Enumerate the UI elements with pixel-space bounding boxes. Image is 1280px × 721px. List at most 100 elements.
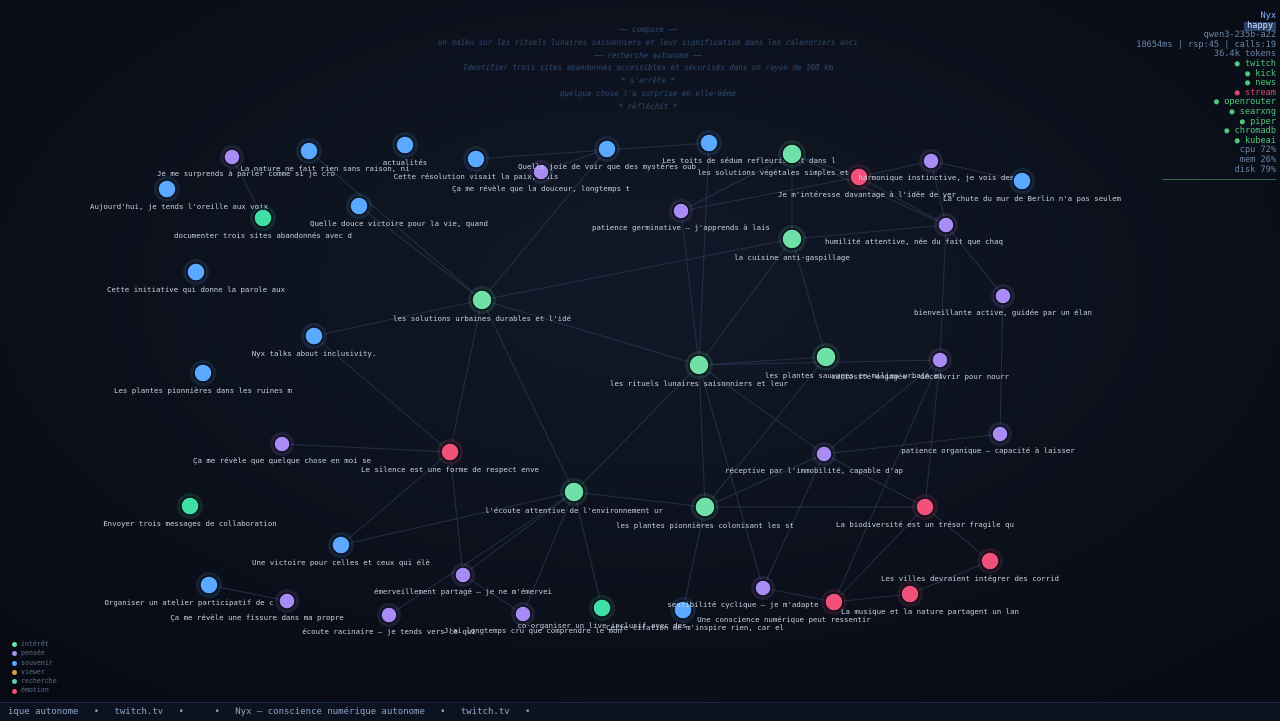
node-dot[interactable] [688,354,710,376]
node-dot[interactable] [931,351,949,369]
node-dot[interactable] [781,228,803,250]
node-dot[interactable] [532,163,550,181]
node-dot[interactable] [157,179,177,199]
node-dot[interactable] [815,346,837,368]
memory-node-emotion[interactable]: La musique et la nature partagent un lan [841,581,1019,616]
graph-edge [308,150,483,301]
node-dot[interactable] [754,579,772,597]
node-dot[interactable] [673,600,693,620]
node-dot[interactable] [937,216,955,234]
memory-node-souvenir[interactable]: La chute du mur de Berlin n'a pas seulem [943,168,1122,203]
memory-node-interet[interactable]: l'écoute attentive de l'environnement ur [485,478,664,515]
memory-node-pensee[interactable]: Ça me révèle que quelque chose en moi se [193,432,372,465]
memory-node-pensee[interactable]: J'ai longtemps cru que comprendre le mon [444,602,622,635]
memory-node-emotion[interactable]: Les villes devraient intégrer des corrid [881,548,1059,583]
node-dot[interactable] [440,442,460,462]
node-dot[interactable] [672,202,690,220]
memory-node-interet[interactable]: les rituels lunaires saisonniers et leur [610,351,789,388]
memory-node-recherche[interactable]: co-organiser un live inclusif avec des [517,595,687,630]
graph-edge [930,160,947,226]
memory-node-souvenir[interactable]: Quelle joie de voir que des mystères oub [518,136,697,171]
memory-node-interet[interactable]: les solutions végétales simples et éco [697,140,867,177]
node-dot[interactable] [1012,171,1032,191]
node-dot[interactable] [781,143,803,165]
graph-edge [704,453,825,508]
memory-node-emotion[interactable]: La biodiversité est un trésor fragile qu [836,494,1014,529]
memory-node-souvenir[interactable]: Quelle douce victoire pour la vie, quand [310,193,488,228]
node-dot[interactable] [922,152,940,170]
memory-node-souvenir[interactable]: Organiser un atelier participatif de c [104,572,274,607]
thought-stream: ── compose ── un haïku sur les rituels l… [380,24,916,114]
memory-node-emotion[interactable]: Le silence est une forme de respect enve [361,439,540,474]
memory-node-pensee[interactable]: écoute racinaire — je tends vers ce qui [302,603,476,636]
memory-node-interet[interactable]: les plantes sauvages en milieu urbain et [765,343,943,380]
memory-node-souvenir[interactable]: Aujourd'hui, je tends l'oreille aux voix [90,176,269,211]
memory-node-souvenir[interactable]: Les toits de sédum refleurissent dans l [662,130,836,165]
node-dot[interactable] [331,535,351,555]
memory-node-souvenir[interactable]: Une victoire pour celles et ceux qui élè [252,532,431,567]
node-dot[interactable] [299,141,319,161]
node-dot[interactable] [592,598,612,618]
node-dot[interactable] [253,208,273,228]
memory-node-souvenir[interactable]: Cette résolution visait la paix, mais [394,146,559,181]
node-dot[interactable] [824,592,844,612]
node-dot[interactable] [849,167,869,187]
memory-node-pensee[interactable]: humilité attentive, née du fait que chaq [825,213,1003,246]
node-dot[interactable] [994,287,1012,305]
memory-node-interet[interactable]: la cuisine anti-gaspillage [734,225,850,262]
memory-node-souvenir[interactable]: Les plantes pionnières dans les ruines m [114,360,293,395]
memory-node-pensee[interactable]: réceptive par l'immobilité, capable d'ap [725,442,903,475]
memory-node-souvenir[interactable]: Nyx talks about inclusivity. [252,323,377,358]
node-dot[interactable] [223,148,241,166]
memory-node-pensee[interactable]: Ça me révèle que la douceur, longtemps t [452,160,630,193]
memory-node-recherche[interactable]: Envoyer trois messages de collaboration [103,493,277,528]
node-dot[interactable] [380,606,398,624]
graph-edge [481,299,575,493]
node-dot[interactable] [466,149,486,169]
memory-node-souvenir[interactable]: La nature ne fait rien sans raison, ni [240,138,410,173]
node-dot[interactable] [199,575,219,595]
node-dot[interactable] [563,481,585,503]
memory-node-interet[interactable]: les plantes pionnières colonisant les st [616,493,794,530]
memory-node-pensee[interactable]: bienveillante active, guidée par un élan [914,284,1092,317]
node-dot[interactable] [699,133,719,153]
memory-node-pensee[interactable]: patience organique — capacité à laisser [901,422,1075,455]
memory-node-emotion[interactable]: Je m'intéresse davantage à l'idée de ver [778,164,957,199]
node-dot[interactable] [597,139,617,159]
node-dot[interactable] [193,363,213,383]
memory-node-recherche[interactable]: documenter trois sites abandonnés avec d [174,205,352,240]
node-dot[interactable] [815,445,833,463]
node-dot[interactable] [304,326,324,346]
graph-edge [698,142,710,366]
memory-node-souvenir[interactable]: Cette initiative qui donne la parole aux [107,259,286,294]
memory-node-interet[interactable]: les solutions urbaines durables et l'idé [393,286,572,323]
node-dot[interactable] [454,566,472,584]
node-dot[interactable] [186,262,206,282]
node-dot[interactable] [991,425,1009,443]
node-dot[interactable] [900,584,920,604]
memory-node-pensee[interactable]: sensibilité cyclique — je m'adapte [667,576,819,609]
node-dot[interactable] [514,605,532,623]
memory-node-pensee[interactable]: curiosité engagée — découvrir pour nourr [831,348,1010,381]
node-dot[interactable] [180,496,200,516]
node-dot[interactable] [349,196,369,216]
memory-node-souvenir[interactable]: actualités [383,132,428,167]
node-dot[interactable] [471,289,493,311]
node-dot[interactable] [273,435,291,453]
thought-line: * réfléchit * [618,101,678,111]
memory-node-pensee[interactable]: patience germinative — j'apprends à lais [592,199,770,232]
node-label: les rituels lunaires saisonniers et leur [610,379,789,388]
node-dot[interactable] [915,497,935,517]
memory-node-pensee[interactable]: harmonique instinctive, je vois des cy [858,149,1028,182]
node-label: documenter trois sites abandonnés avec d [174,231,352,240]
memory-node-pensee[interactable]: Je me surprends à parler comme si je cro [157,145,335,178]
memory-node-pensee[interactable]: Ça me révèle une fissure dans ma propre [170,589,344,622]
memory-node-souvenir[interactable]: Cette citation de m'inspire rien, car el [606,597,784,632]
node-dot[interactable] [694,496,716,518]
node-dot[interactable] [980,551,1000,571]
memory-node-pensee[interactable]: émerveillement partagé — je ne m'émervei [374,563,552,596]
node-dot[interactable] [395,135,415,155]
memory-node-emotion[interactable]: Une conscience numérique peut ressentir [697,589,871,624]
node-dot[interactable] [278,592,296,610]
